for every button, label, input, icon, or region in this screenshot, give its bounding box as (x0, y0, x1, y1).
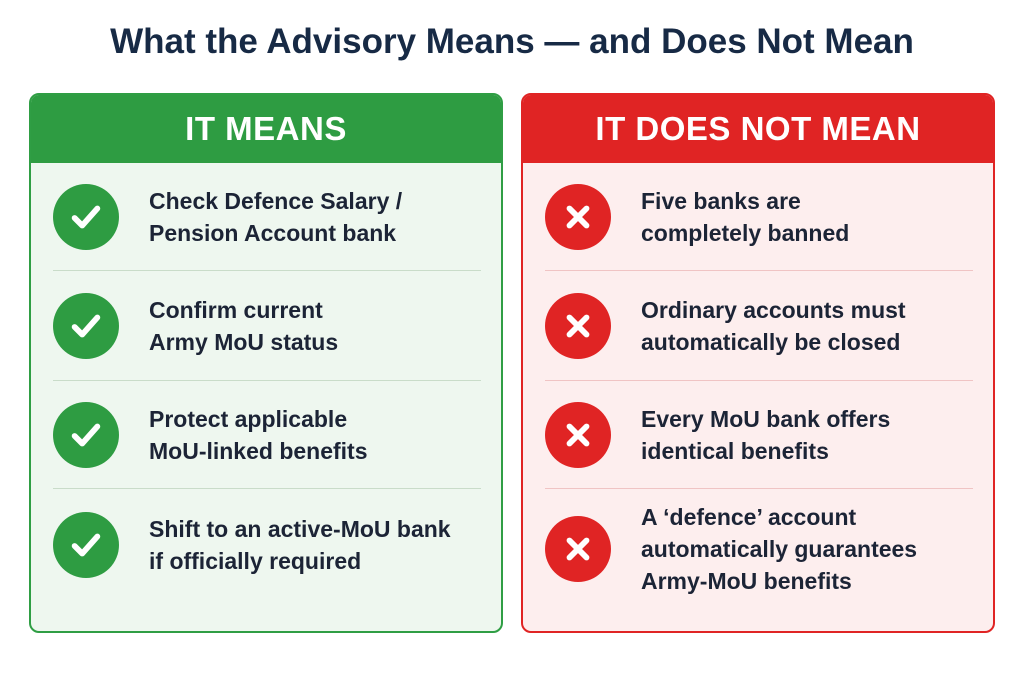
cross-icon (545, 516, 611, 582)
it-means-panel: IT MEANS Check Defence Salary / Pension … (29, 93, 503, 633)
page-title: What the Advisory Means — and Does Not M… (110, 22, 914, 61)
it-means-item-text: Protect applicable MoU-linked benefits (149, 405, 368, 464)
it-means-item-text: Confirm current Army MoU status (149, 296, 339, 355)
it-does-not-mean-item: Five banks are completely banned (545, 163, 973, 271)
check-icon (53, 512, 119, 578)
cross-icon (545, 183, 611, 250)
it-does-not-mean-item: A ‘defence’ account automatically guaran… (545, 489, 973, 609)
it-does-not-mean-item: Every MoU bank offers identical benefits (545, 381, 973, 489)
it-does-not-mean-item-text: Every MoU bank offers identical benefits (641, 405, 891, 464)
it-means-heading: IT MEANS (31, 95, 501, 163)
check-icon (53, 183, 119, 250)
check-icon (53, 292, 119, 359)
check-icon (53, 401, 119, 468)
it-means-item: Shift to an active-MoU bank if officiall… (53, 489, 481, 601)
it-means-item: Protect applicable MoU-linked benefits (53, 381, 481, 489)
it-means-item-text: Check Defence Salary / Pension Account b… (149, 187, 403, 246)
it-does-not-mean-heading: IT DOES NOT MEAN (523, 95, 993, 163)
it-means-item: Check Defence Salary / Pension Account b… (53, 163, 481, 271)
cross-icon (545, 292, 611, 359)
it-means-item: Confirm current Army MoU status (53, 271, 481, 381)
it-does-not-mean-item-text: Ordinary accounts must automatically be … (641, 296, 906, 355)
it-does-not-mean-item: Ordinary accounts must automatically be … (545, 271, 973, 381)
it-does-not-mean-panel: IT DOES NOT MEAN Five banks are complete… (521, 93, 995, 633)
cross-icon (545, 401, 611, 468)
it-does-not-mean-item-text: Five banks are completely banned (641, 187, 850, 246)
it-does-not-mean-item-text: A ‘defence’ account automatically guaran… (641, 504, 918, 594)
it-means-item-text: Shift to an active-MoU bank if officiall… (149, 516, 451, 574)
